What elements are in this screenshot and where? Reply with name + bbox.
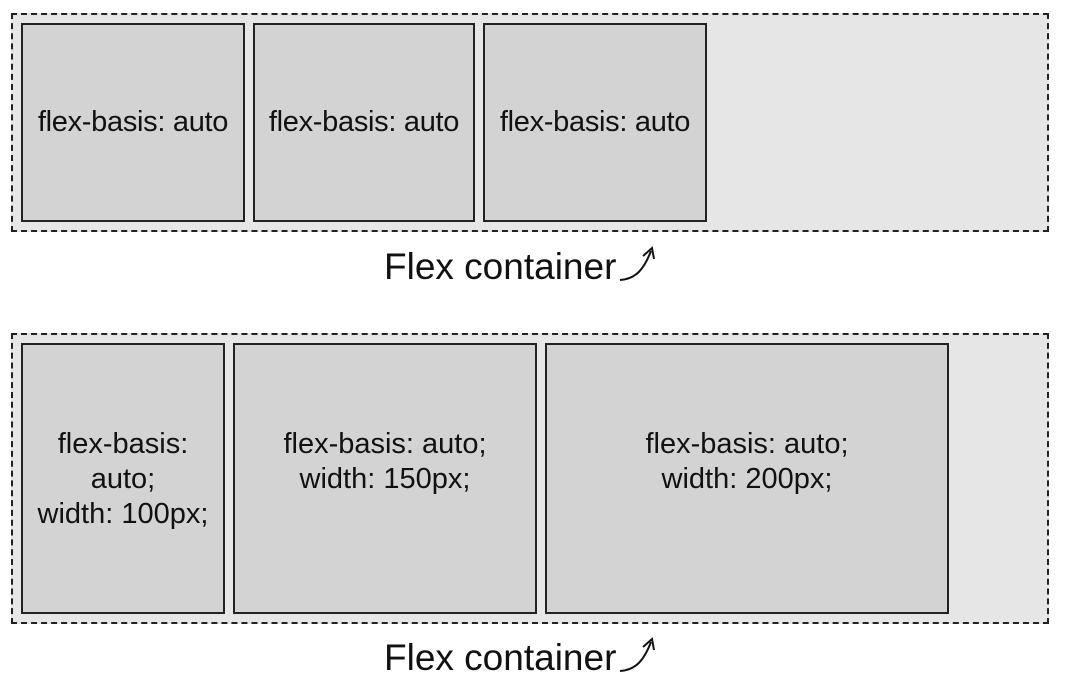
flex-container-2: flex-basis: auto; width: 100px; flex-bas… [11, 333, 1049, 624]
flex-container-1: flex-basis: auto flex-basis: auto flex-b… [11, 13, 1049, 232]
caption-text: Flex container [384, 246, 617, 287]
flex-item: flex-basis: auto; width: 100px; [21, 343, 225, 614]
flex-item: flex-basis: auto; width: 150px; [233, 343, 537, 614]
flex-item: flex-basis: auto [483, 23, 707, 222]
container-caption: Flex container [384, 245, 658, 287]
container-caption: Flex container [384, 636, 658, 678]
flex-item: flex-basis: auto [253, 23, 475, 222]
flex-item: flex-basis: auto [21, 23, 245, 222]
curved-arrow-up-right-icon [620, 637, 656, 672]
curved-arrow-up-right-icon [620, 246, 656, 281]
caption-text: Flex container [384, 637, 617, 678]
flex-item: flex-basis: auto; width: 200px; [545, 343, 949, 614]
